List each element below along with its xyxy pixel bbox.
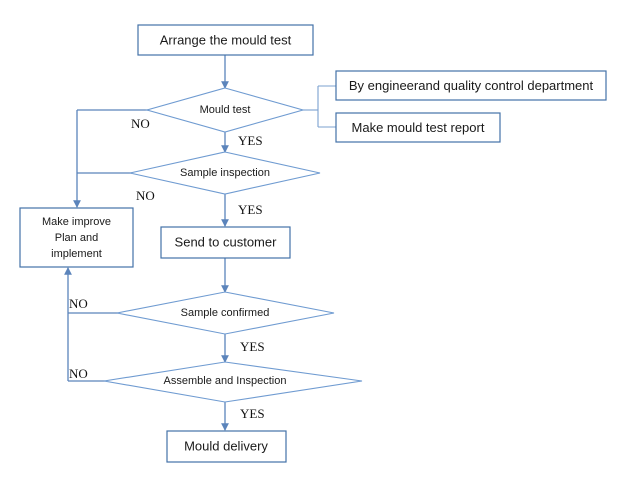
node-mould-test-label: Mould test <box>200 104 251 116</box>
node-mould-delivery[interactable] <box>166 430 287 463</box>
node-sample-inspection[interactable] <box>129 151 321 195</box>
node-arrange-mould-test-label: Arrange the mould test <box>160 32 292 47</box>
node-sample-confirmed[interactable] <box>116 291 335 335</box>
node-make-report-label: Make mould test report <box>352 120 485 135</box>
node-send-to-customer-label: Send to customer <box>175 234 278 249</box>
node-by-engineer-label: By engineerand quality control departmen… <box>349 78 594 93</box>
edge-label-sample-confirmed-no: NO <box>69 296 88 311</box>
node-assemble-inspection-label: Assemble and Inspection <box>164 375 287 387</box>
node-send-to-customer[interactable] <box>160 226 291 259</box>
edge-label-mould-test-yes: YES <box>238 133 263 148</box>
edge-label-assemble-yes: YES <box>240 406 265 421</box>
node-make-improve[interactable] <box>19 207 134 268</box>
node-sample-confirmed-label: Sample confirmed <box>181 307 270 319</box>
edge-label-assemble-no: NO <box>69 366 88 381</box>
node-arrange-mould-test[interactable] <box>137 24 314 56</box>
node-make-improve-line3: implement <box>51 248 102 260</box>
node-by-engineer[interactable] <box>335 70 607 101</box>
node-assemble-inspection[interactable] <box>103 361 363 403</box>
node-mould-delivery-label: Mould delivery <box>184 438 268 453</box>
edge-label-sample-inspection-yes: YES <box>238 202 263 217</box>
edge-label-sample-confirmed-yes: YES <box>240 339 265 354</box>
node-mould-test[interactable] <box>144 87 306 133</box>
node-sample-inspection-label: Sample inspection <box>180 167 270 179</box>
node-make-improve-line1: Make improve <box>42 216 111 228</box>
edge-label-sample-inspection-no: NO <box>136 188 155 203</box>
edge-label-mould-test-no: NO <box>131 116 150 131</box>
node-make-improve-line2: Plan and <box>55 232 98 244</box>
node-make-report[interactable] <box>335 112 501 143</box>
